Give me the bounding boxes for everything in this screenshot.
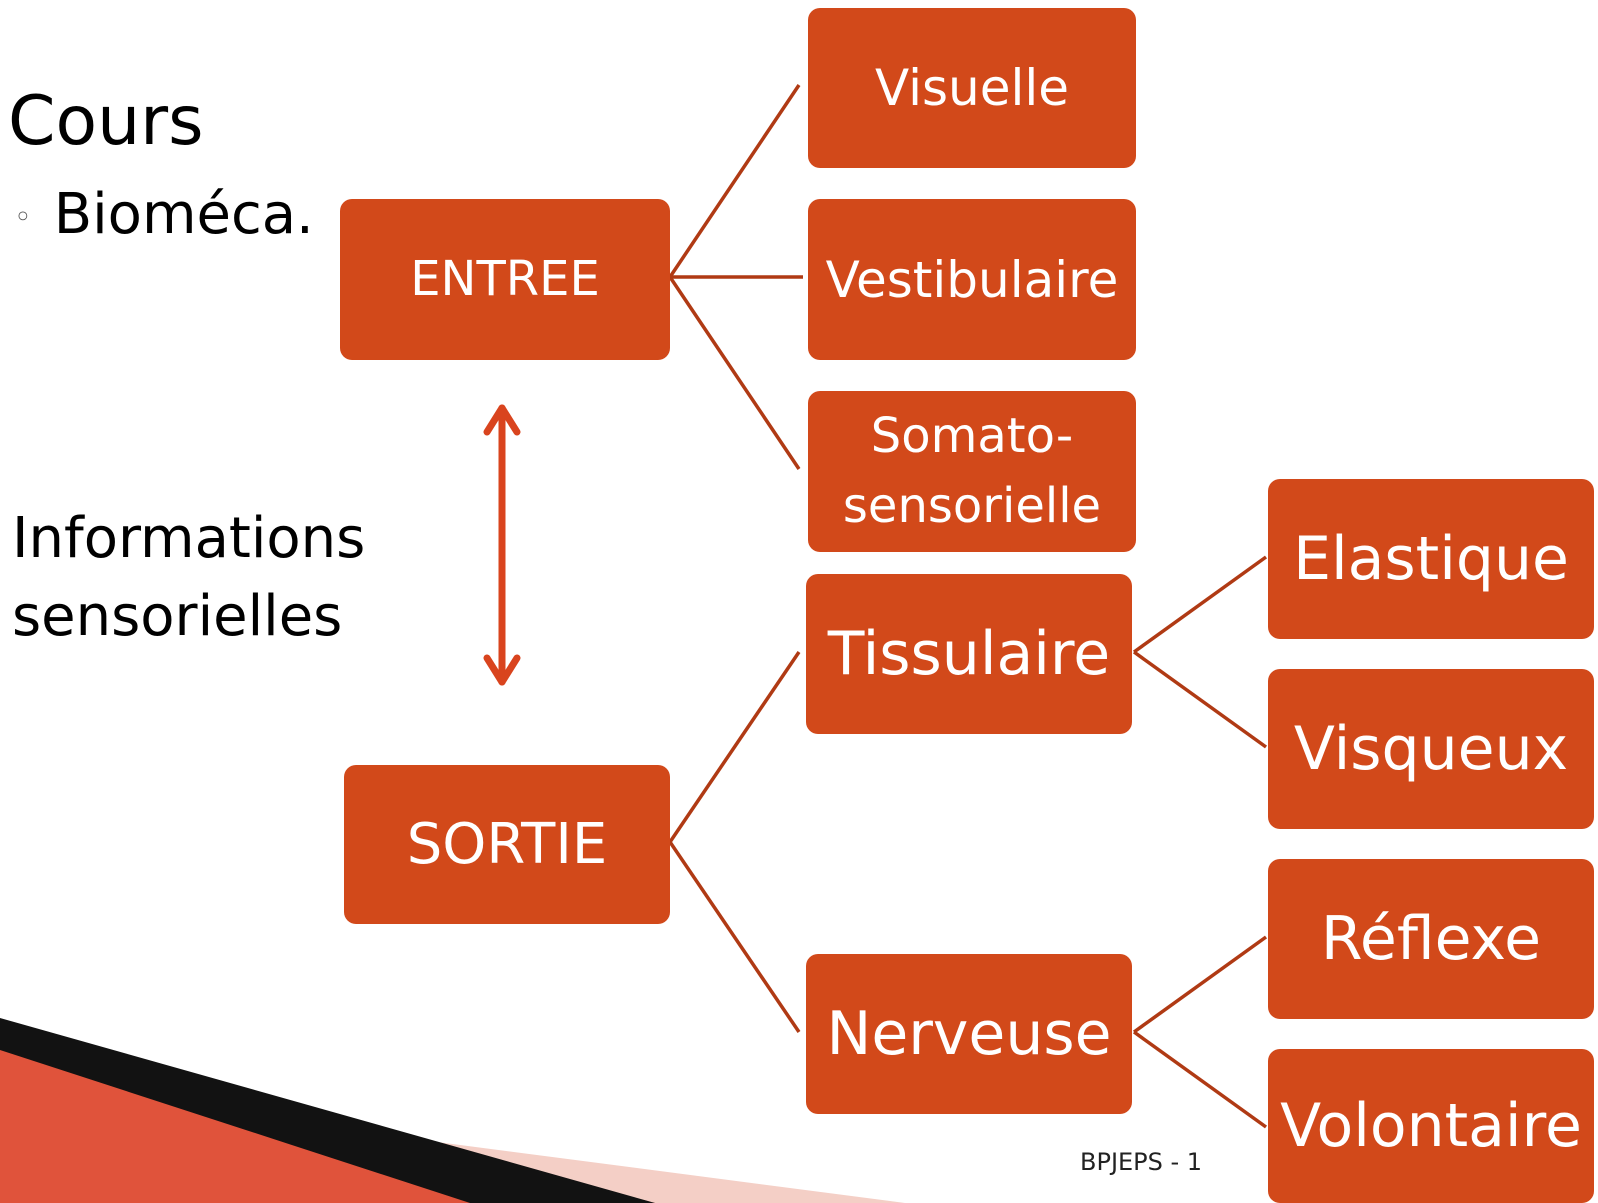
decor-wedge-dark bbox=[0, 1018, 655, 1203]
connector-entree-visuelle bbox=[668, 84, 801, 278]
bullet-text: Bioméca. bbox=[53, 182, 314, 247]
side-label: Informations sensorielles bbox=[12, 506, 366, 649]
connector-tissulaire-elastique bbox=[1132, 555, 1268, 654]
box-visqueux: Visqueux bbox=[1268, 669, 1594, 829]
box-nerveuse: Nerveuse bbox=[806, 954, 1132, 1114]
box-visuelle: Visuelle bbox=[808, 8, 1136, 168]
bullet-item: ◦ Bioméca. bbox=[14, 180, 314, 253]
bullet-mark: ◦ bbox=[14, 199, 32, 235]
double-arrow-head-down bbox=[483, 654, 521, 686]
box-elastique: Elastique bbox=[1268, 479, 1594, 639]
box-reflexe: Réflexe bbox=[1268, 859, 1594, 1019]
box-somato: Somato- sensorielle bbox=[808, 391, 1136, 552]
box-sortie: SORTIE bbox=[344, 765, 670, 924]
slide-footer: BPJEPS - 1 bbox=[1080, 1148, 1203, 1176]
slide-heading: Cours bbox=[8, 82, 204, 161]
connector-nerveuse-volontaire bbox=[1132, 1030, 1268, 1129]
connector-nerveuse-reflexe bbox=[1132, 935, 1268, 1034]
box-tissulaire: Tissulaire bbox=[806, 574, 1132, 734]
double-arrow bbox=[483, 404, 521, 686]
connector-lines bbox=[668, 84, 1268, 1129]
box-volontaire: Volontaire bbox=[1268, 1049, 1594, 1203]
box-entree: ENTREE bbox=[340, 199, 670, 360]
double-arrow-head-up bbox=[483, 404, 521, 436]
connector-tissulaire-visqueux bbox=[1132, 650, 1268, 749]
connector-entree-somato bbox=[668, 276, 801, 470]
box-vestibulaire: Vestibulaire bbox=[808, 199, 1136, 360]
connector-sortie-tissulaire bbox=[668, 651, 801, 843]
connector-sortie-nerveuse bbox=[668, 841, 801, 1033]
